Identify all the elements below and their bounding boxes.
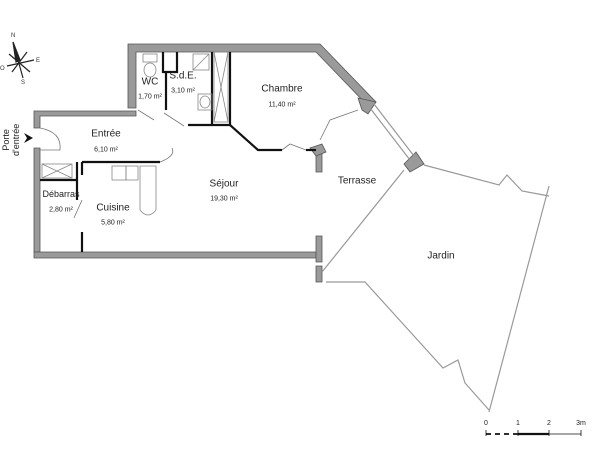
compass-east-label: E <box>36 58 41 64</box>
terrasse-jardin-boundaries <box>321 103 550 413</box>
entry-door-label-line2: d'entrée <box>11 123 21 156</box>
partitions <box>40 52 316 252</box>
exterior-walls <box>33 43 425 283</box>
room-jardin-name: Jardin <box>427 250 455 262</box>
scale-tick-1: 1 <box>516 420 520 427</box>
compass-rose-icon <box>6 41 35 79</box>
room-cuisine-name: Cuisine <box>96 202 130 214</box>
toilet-bowl-icon <box>143 62 157 78</box>
compass-north-label: N <box>11 33 16 39</box>
room-sde-area: 3,10 m² <box>171 87 195 95</box>
shower-icon <box>192 53 210 71</box>
room-sejour-area: 19,30 m² <box>210 195 238 203</box>
room-entree-name: Entrée <box>91 128 121 140</box>
compass-south-label: S <box>21 80 26 86</box>
scale-tick-3: 3m <box>576 420 586 427</box>
room-cuisine-area: 5,80 m² <box>101 219 125 227</box>
kitchen-sink-icon <box>111 165 127 181</box>
room-wc-name: WC <box>141 76 159 88</box>
scale-bar <box>485 430 582 436</box>
room-debarras-name: Débarras <box>42 189 80 199</box>
entry-door-label: Porte d'entrée <box>1 124 21 156</box>
room-sejour-name: Séjour <box>209 178 239 190</box>
room-wc-area: 1,70 m² <box>138 93 162 101</box>
entry-arrow-icon <box>24 133 33 143</box>
fixtures <box>41 51 229 216</box>
room-chambre-area: 11,40 m² <box>268 101 296 109</box>
room-entree-area: 6,10 m² <box>94 146 118 154</box>
scale-tick-0: 0 <box>484 420 488 427</box>
toilet-tank-icon <box>142 53 158 63</box>
doors <box>39 109 359 219</box>
entry-door-label-line1: Porte <box>1 129 11 151</box>
room-chambre-name: Chambre <box>261 83 303 95</box>
room-sde-name: S.d.E. <box>169 70 197 82</box>
room-debarras-area: 2,80 m² <box>49 206 73 214</box>
room-terrasse-name: Terrasse <box>337 175 377 187</box>
scale-tick-2: 2 <box>547 420 551 427</box>
sink-icon <box>197 93 213 111</box>
compass-west-label: O <box>0 66 5 72</box>
